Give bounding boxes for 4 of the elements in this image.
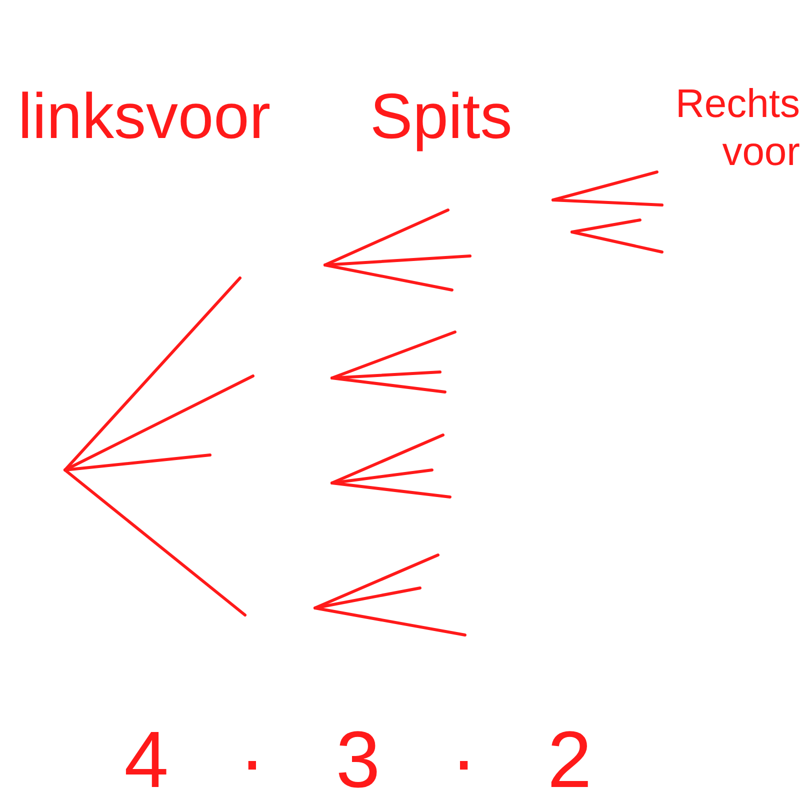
product-formula: 4 · 3 · 2 — [123, 714, 617, 806]
column-heading: Rechts voor — [674, 81, 800, 176]
column-heading: linksvoor — [18, 79, 272, 154]
column-heading: Spits — [370, 79, 514, 154]
